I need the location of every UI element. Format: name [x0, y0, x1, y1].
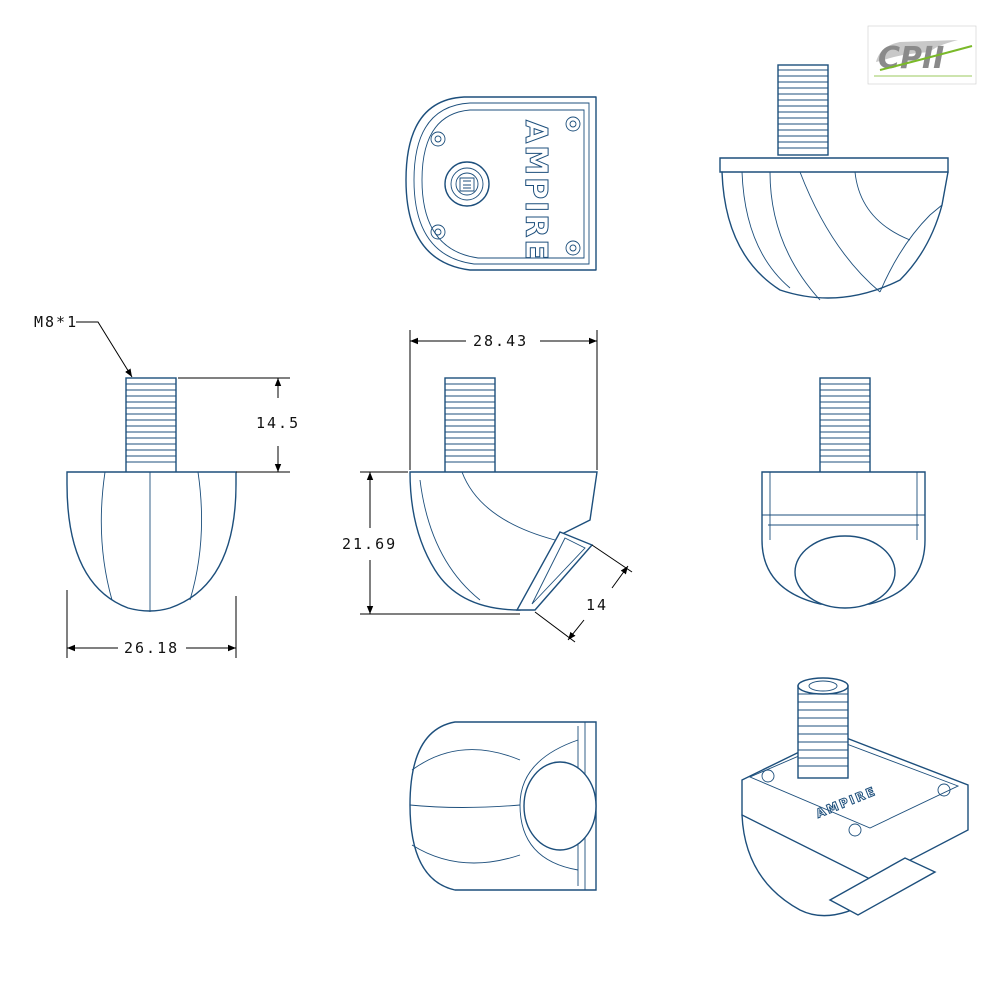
height-label: 21.69: [342, 535, 397, 553]
dimension-lens: 14: [534, 544, 633, 643]
side-view-left: [66, 377, 237, 612]
brand-mark: AMPIRE: [518, 120, 553, 262]
logo-text: CPII: [878, 41, 944, 76]
front-view-right: [761, 377, 926, 609]
top-view: AMPIRE: [405, 96, 597, 271]
dimension-height: 21.69: [342, 471, 520, 615]
dimension-top-width: 28.43: [409, 330, 598, 470]
dimension-thread-length: 14.5: [178, 377, 300, 473]
isometric-view-top: [719, 64, 949, 301]
thread-length-label: 14.5: [256, 414, 300, 432]
thread-spec-label: M8*1: [34, 313, 78, 331]
dimension-base-width: 26.18: [66, 590, 237, 658]
dimension-thread-spec: M8*1: [34, 313, 133, 378]
company-logo: CPII: [867, 25, 977, 85]
base-width-label: 26.18: [124, 639, 179, 657]
bottom-view: [409, 721, 597, 891]
top-width-label: 28.43: [473, 332, 528, 350]
side-view-center: [409, 377, 598, 611]
lens-label: 14: [586, 596, 608, 614]
isometric-view-bottom: AMPIRE: [741, 677, 969, 917]
